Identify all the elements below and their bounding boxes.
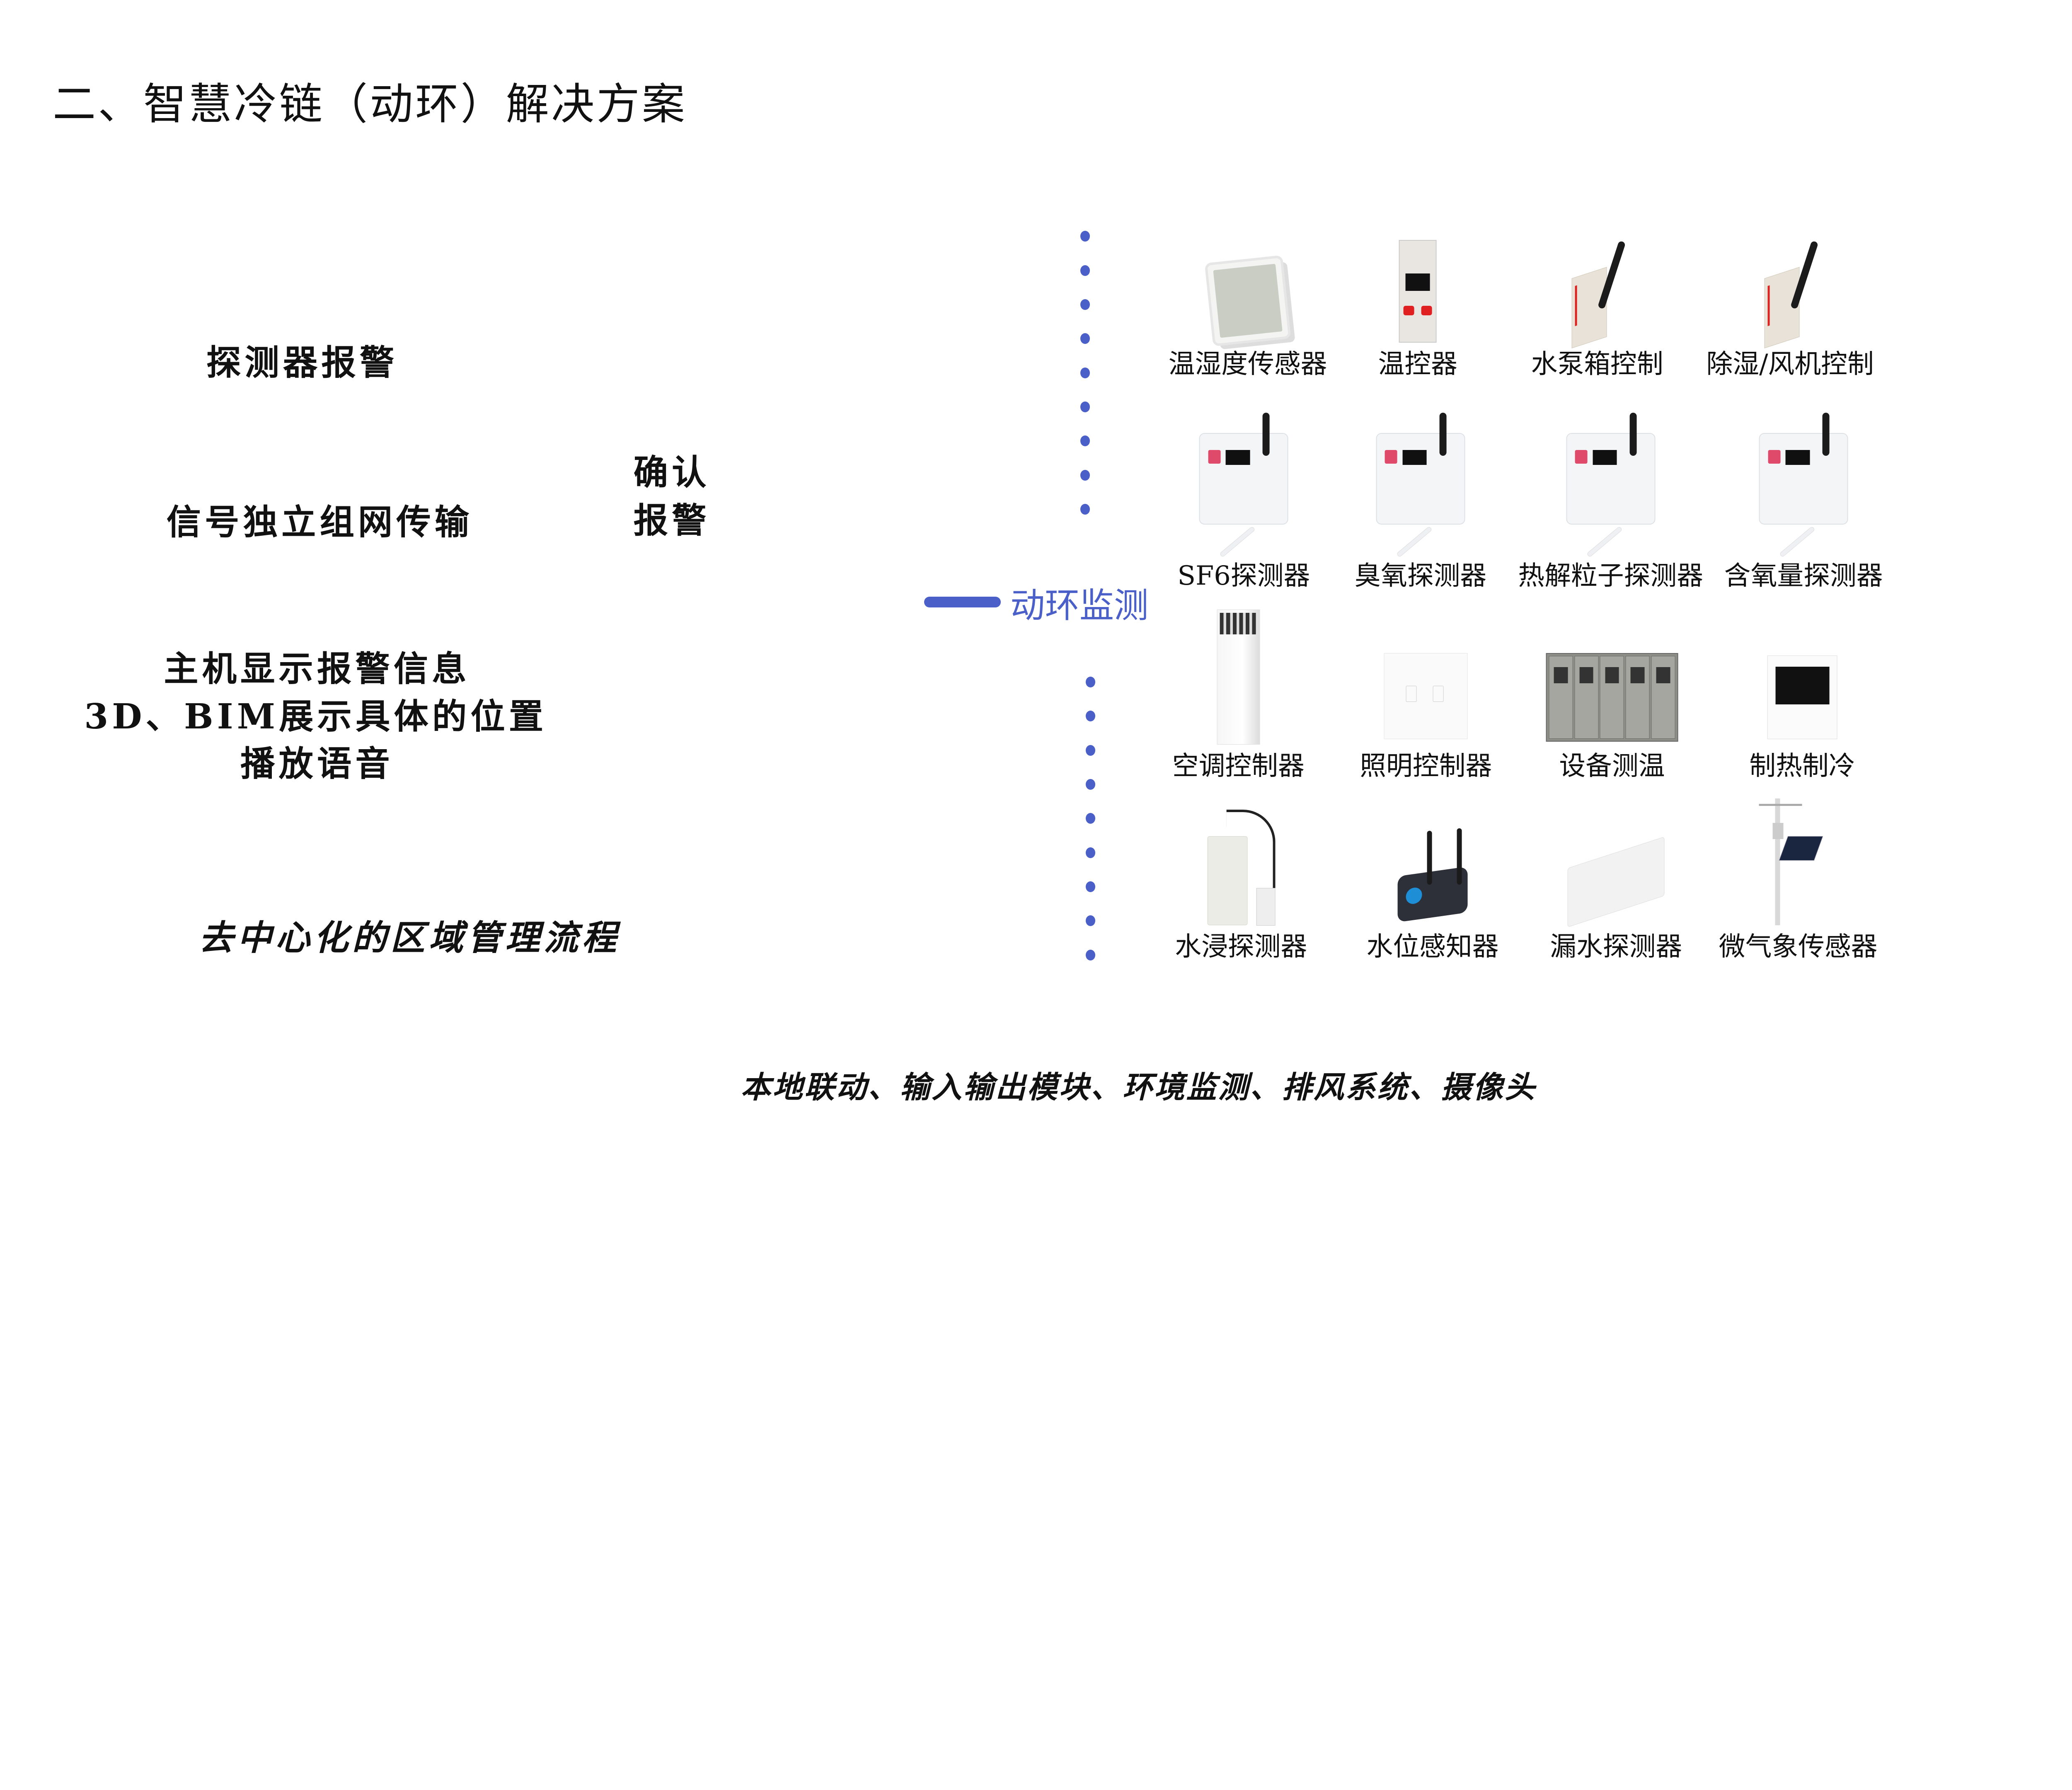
control-screen-panel-icon — [1767, 656, 1837, 739]
decentralized-process-text: 去中心化的区域管理流程 — [198, 917, 620, 958]
product-thermo-hygrometer: 温湿度传感器 — [1140, 237, 1356, 380]
product-micro-weather-sensor: 微气象传感器 — [1690, 798, 1906, 963]
dot-icon — [1080, 504, 1090, 515]
dot-icon — [1080, 231, 1090, 242]
detector-alarm-text: 探测器报警 — [206, 342, 398, 383]
product-label: 照明控制器 — [1360, 750, 1492, 781]
dot-icon — [1080, 299, 1090, 310]
product-label: SF6探测器 — [1177, 560, 1310, 591]
dot-icon — [1085, 915, 1096, 926]
gas-detector-icon — [1759, 433, 1848, 558]
product-label: 热解粒子探测器 — [1518, 560, 1703, 591]
product-label: 空调控制器 — [1172, 750, 1305, 781]
dot-icon — [1080, 435, 1090, 447]
product-ozone-detector: 臭氧探测器 — [1312, 407, 1528, 592]
section-bar — [924, 597, 1001, 608]
host-display-text: 主机显示报警信息 — [164, 648, 470, 689]
product-label: 温湿度传感器 — [1168, 348, 1327, 380]
product-thermostat: 温控器 — [1310, 237, 1526, 380]
product-label: 水浸探测器 — [1175, 931, 1307, 963]
dot-icon — [1085, 847, 1096, 858]
product-label: 水位感知器 — [1366, 931, 1499, 963]
product-label: 除湿/风机控制 — [1706, 348, 1874, 380]
air-conditioner-icon — [1217, 610, 1260, 745]
water-immersion-sensor-icon — [1207, 810, 1276, 926]
thermo-hygrometer-icon — [1204, 255, 1291, 347]
section-title: 动环监测 — [1010, 585, 1149, 626]
product-dehumidifier-fan-control: 除湿/风机控制 — [1682, 237, 1898, 380]
product-heating-cooling: 制热制冷 — [1694, 607, 1910, 782]
dot-icon — [1085, 676, 1096, 687]
product-sf6-detector: SF6探测器 — [1136, 407, 1352, 592]
dot-icon — [1085, 711, 1096, 722]
dot-icon — [1085, 813, 1096, 824]
product-label: 含氧量探测器 — [1724, 560, 1883, 591]
product-label: 制热制冷 — [1749, 750, 1855, 781]
footer-text: 本地联动、输入输出模块、环境监测、排风系统、摄像头 — [741, 1070, 1537, 1105]
page-title: 二、智慧冷链（动环）解决方案 — [52, 79, 687, 130]
product-pyrolysis-particle-detector: 热解粒子探测器 — [1503, 407, 1719, 592]
dot-icon — [1080, 333, 1090, 344]
dot-icon — [1085, 949, 1096, 960]
product-label: 微气象传感器 — [1719, 931, 1878, 963]
switchgear-cabinet-icon — [1546, 653, 1678, 742]
alarm-text: 报警 — [633, 500, 710, 541]
leak-detector-box-icon — [1567, 837, 1665, 928]
dot-icon — [1085, 779, 1096, 790]
network-transmission-text: 信号独立组网传输 — [166, 502, 473, 543]
product-equipment-temperature: 设备测温 — [1504, 607, 1720, 782]
product-label: 设备测温 — [1559, 750, 1665, 781]
product-leak-detector: 漏水探测器 — [1508, 798, 1724, 963]
product-label: 水泵箱控制 — [1531, 348, 1663, 380]
voice-broadcast-text: 播放语音 — [240, 743, 394, 784]
product-water-level-sensor: 水位感知器 — [1325, 798, 1541, 963]
dot-icon — [1080, 367, 1090, 378]
product-label: 臭氧探测器 — [1354, 560, 1487, 591]
gas-detector-icon — [1199, 433, 1288, 558]
dot-icon — [1085, 881, 1096, 892]
light-switch-panel-icon — [1384, 653, 1468, 739]
product-label: 温控器 — [1378, 348, 1457, 380]
dot-icon — [1080, 265, 1090, 276]
product-pump-control: 水泵箱控制 — [1489, 237, 1705, 380]
product-ac-controller: 空调控制器 — [1130, 607, 1346, 782]
gas-detector-icon — [1376, 433, 1465, 558]
weather-station-icon — [1754, 798, 1843, 926]
product-oxygen-detector: 含氧量探测器 — [1696, 407, 1912, 592]
product-label: 漏水探测器 — [1550, 931, 1682, 963]
product-water-immersion-detector: 水浸探测器 — [1133, 798, 1349, 963]
product-lighting-controller: 照明控制器 — [1318, 607, 1534, 782]
din-rail-thermostat-icon — [1399, 240, 1437, 343]
dot-icon — [1080, 402, 1090, 413]
bim-location-text: 3D、BIM展示具体的位置 — [84, 696, 547, 737]
dot-icon — [1080, 469, 1090, 481]
confirm-text: 确认 — [633, 452, 710, 493]
dot-icon — [1085, 745, 1096, 756]
gas-detector-icon — [1566, 433, 1656, 558]
